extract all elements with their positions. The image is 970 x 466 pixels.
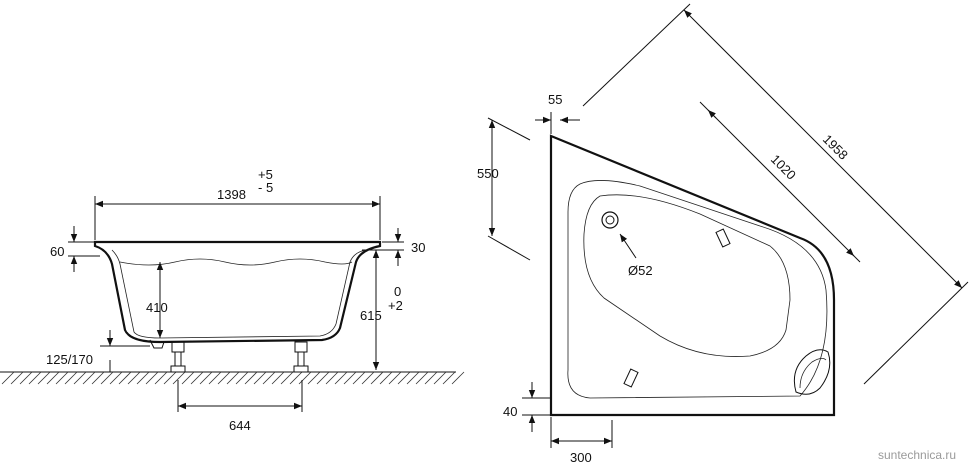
hatch-line <box>451 371 465 385</box>
base-width-label: 300 <box>570 450 592 465</box>
hatch-line <box>244 371 258 385</box>
hatch-line <box>172 371 186 385</box>
tub-inner-wall <box>111 249 367 339</box>
hatch-line <box>307 371 321 385</box>
hatch-line <box>154 371 168 385</box>
hatch-line <box>424 371 438 385</box>
hatch-line <box>136 371 150 385</box>
hatch-line <box>100 371 114 385</box>
hatch-line <box>73 371 87 385</box>
hatch-line <box>298 371 312 385</box>
leg-left <box>170 341 186 373</box>
hatch-line <box>388 371 402 385</box>
hatch-line <box>91 371 105 385</box>
hatch-line <box>442 371 456 385</box>
hatch-line <box>163 371 177 385</box>
leg-right <box>293 341 309 373</box>
offset-top-label: 55 <box>548 92 562 107</box>
hatch-line <box>19 371 33 385</box>
hatch-line <box>217 371 231 385</box>
side-view: 1398 +5 - 5 60 30 410 615 0 +2 125/170 <box>0 167 465 433</box>
hatch-line <box>118 371 132 385</box>
hatch-line <box>433 371 447 385</box>
drain-outlet <box>149 339 165 349</box>
hatch-line <box>343 371 357 385</box>
hatch-line <box>334 371 348 385</box>
hatch-line <box>289 371 303 385</box>
drain-inner <box>605 215 615 225</box>
offset-bottom-label: 40 <box>503 404 517 419</box>
hatch-line <box>370 371 384 385</box>
hatch-line <box>316 371 330 385</box>
dim-diagonal-inner <box>707 109 855 257</box>
hatch-line <box>352 371 366 385</box>
tub-outline <box>93 240 382 344</box>
hatch-line <box>109 371 123 385</box>
hatch-line <box>199 371 213 385</box>
handle-top <box>715 228 731 248</box>
hatch-line <box>208 371 222 385</box>
hatch-line <box>226 371 240 385</box>
hatch-line <box>379 371 393 385</box>
floor-hatching <box>1 371 465 385</box>
height-tol-top: 0 <box>394 284 401 299</box>
drain-label: Ø52 <box>628 263 653 278</box>
hatch-line <box>361 371 375 385</box>
height-label: 615 <box>360 308 382 323</box>
water-line <box>119 258 353 266</box>
hatch-line <box>82 371 96 385</box>
length-tol-minus: - 5 <box>258 180 273 195</box>
hatch-line <box>190 371 204 385</box>
hatch-line <box>235 371 249 385</box>
drain-outer <box>601 211 619 229</box>
width-side-label: 550 <box>477 166 499 181</box>
leg-spacing-label: 644 <box>229 418 251 433</box>
hatch-line <box>253 371 267 385</box>
headrest <box>793 349 831 395</box>
dim-diagonal-outer <box>683 9 963 289</box>
rim-height-label: 60 <box>50 244 64 259</box>
hatch-line <box>37 371 51 385</box>
height-tol-bottom: +2 <box>388 298 403 313</box>
tub-plan-basin <box>567 180 828 399</box>
hatch-line <box>280 371 294 385</box>
hatch-line <box>145 371 159 385</box>
hatch-line <box>46 371 60 385</box>
hatch-line <box>262 371 276 385</box>
hatch-line <box>28 371 42 385</box>
legs-label: 125/170 <box>46 352 93 367</box>
hatch-line <box>1 371 15 385</box>
length-label: 1398 <box>217 187 246 202</box>
tub-plan-seat <box>583 194 791 357</box>
handle-bottom <box>623 368 639 388</box>
hatch-line <box>55 371 69 385</box>
hatch-line <box>325 371 339 385</box>
hatch-line <box>406 371 420 385</box>
plan-view: Ø52 55 550 1958 1020 40 300 <box>477 3 969 465</box>
hatch-line <box>415 371 429 385</box>
length-tol-plus: +5 <box>258 167 273 182</box>
hatch-line <box>181 371 195 385</box>
diagonal-outer-label: 1958 <box>820 132 851 163</box>
diagonal-inner-label: 1020 <box>768 152 799 183</box>
depth-label: 410 <box>146 300 168 315</box>
hatch-line <box>127 371 141 385</box>
hatch-line <box>10 371 24 385</box>
watermark: suntechnica.ru <box>878 448 956 462</box>
hatch-line <box>271 371 285 385</box>
hatch-line <box>397 371 411 385</box>
rim-right-label: 30 <box>411 240 425 255</box>
hatch-line <box>64 371 78 385</box>
